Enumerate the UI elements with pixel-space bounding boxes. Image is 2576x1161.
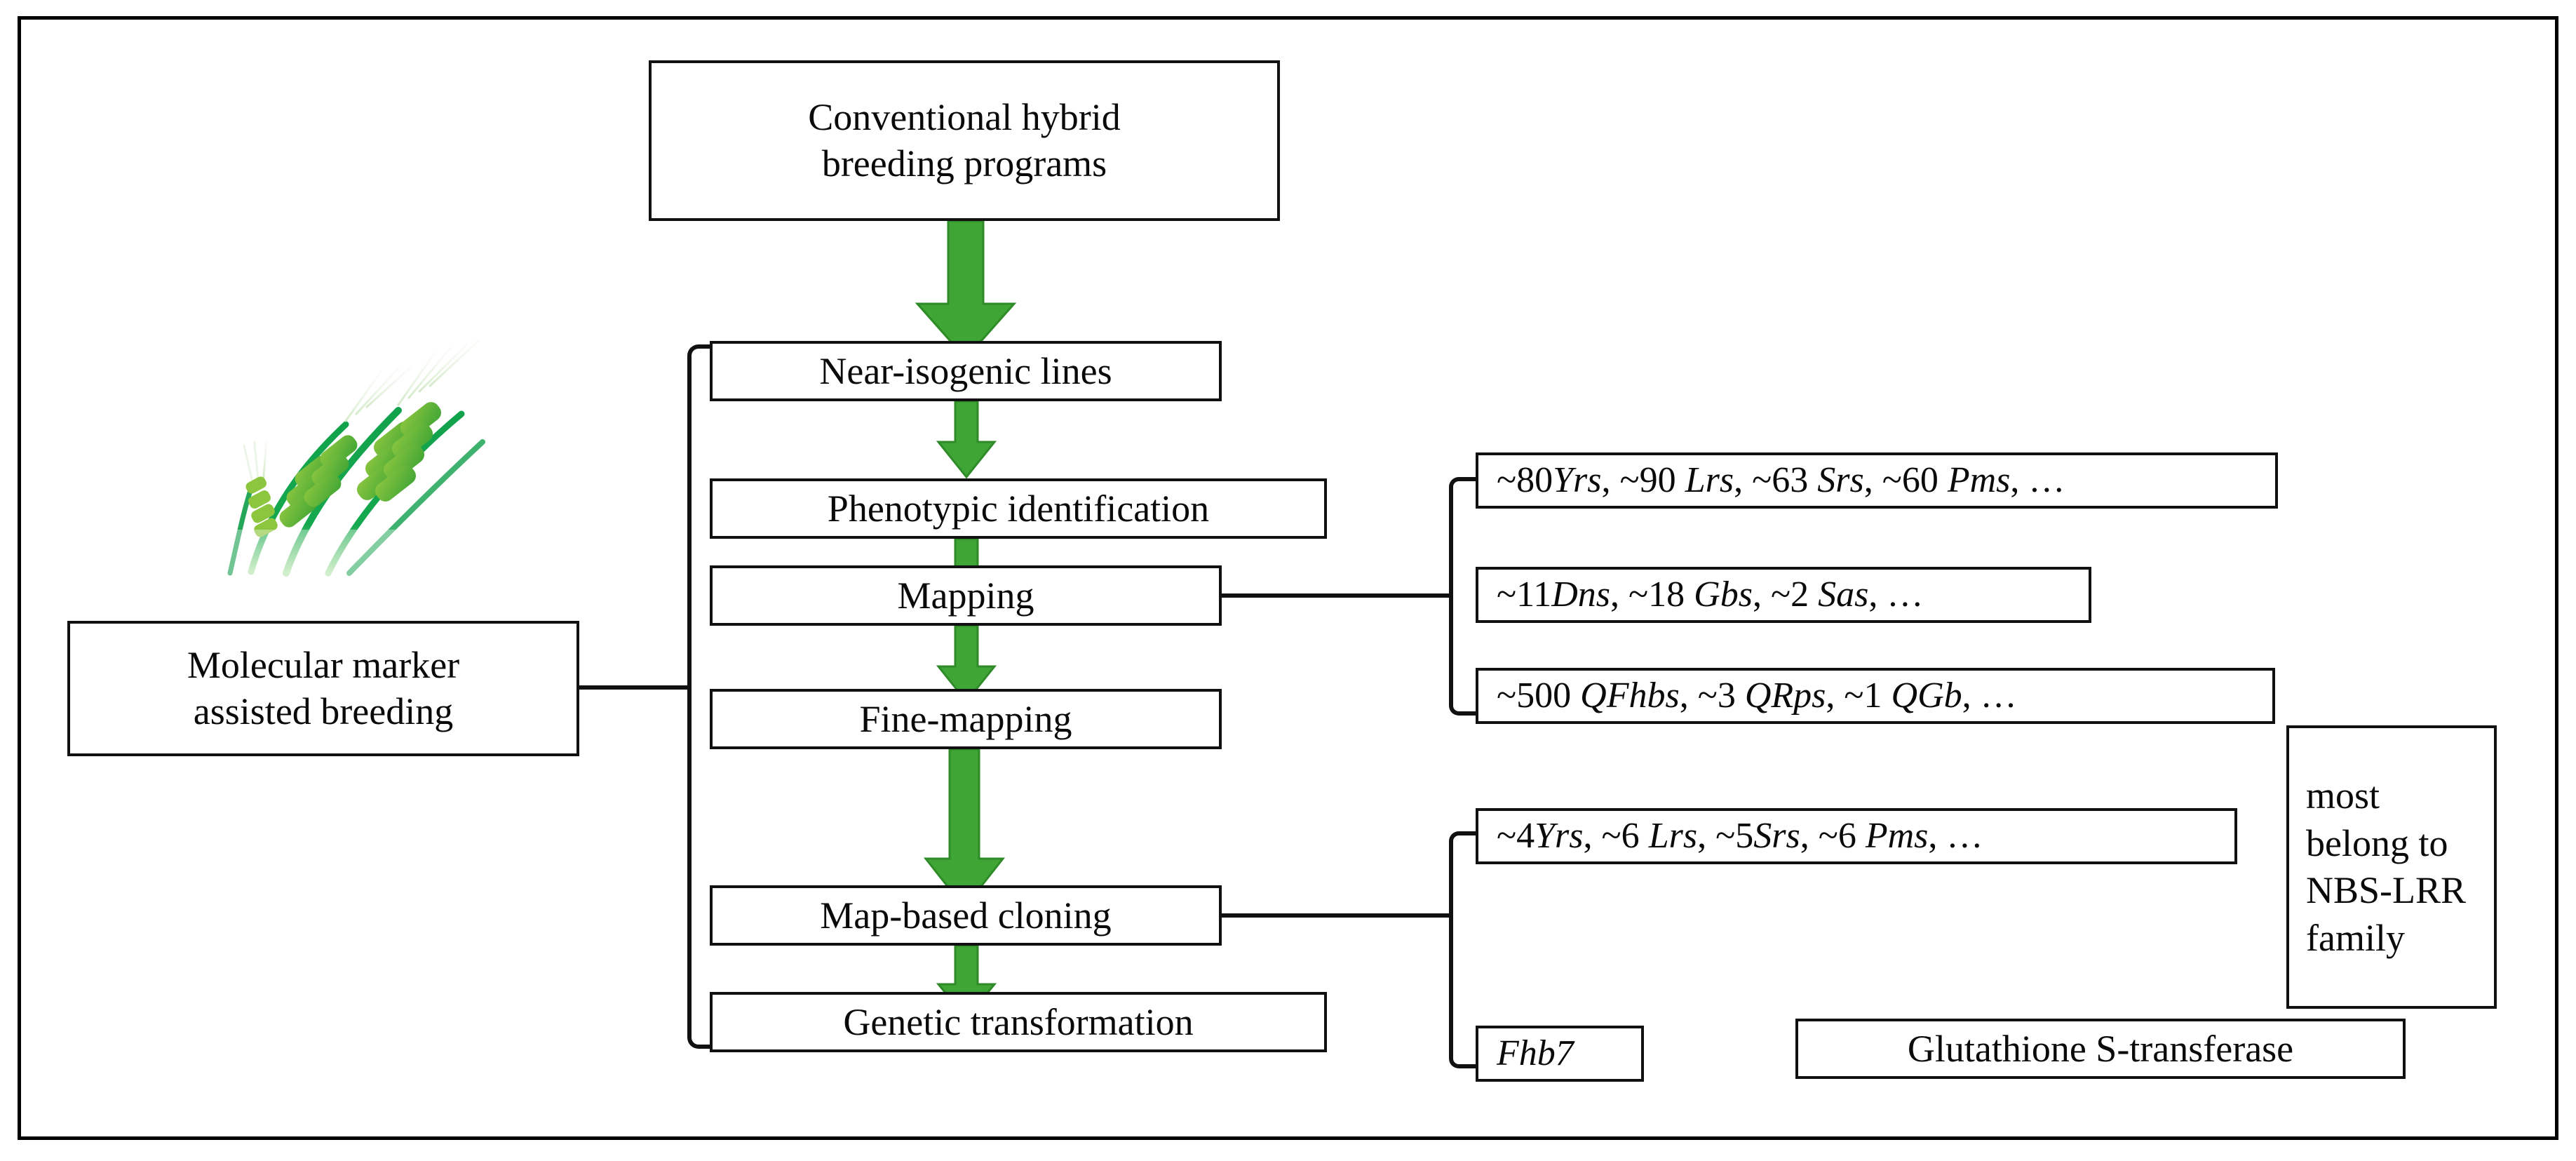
arrow-down-long — [919, 748, 1010, 910]
mapping-outputs-bracket — [1449, 477, 1478, 716]
mapping-output-text-3: ~500 QFhbs, ~3 QRps, ~1 QGb, … — [1497, 676, 2017, 716]
mapping-output-text-1: ~80Yrs, ~90 Lrs, ~63 Srs, ~60 Pms, … — [1497, 460, 2065, 501]
nbs-lrr-family-box[interactable]: most belong to NBS-LRR family — [2286, 725, 2497, 1009]
connector-cloning-to-outputs — [1222, 913, 1453, 918]
connector-mapping-to-outputs — [1222, 593, 1453, 598]
diagram-outer-frame — [18, 16, 2558, 1140]
step-genetic-transformation[interactable]: Genetic transformation — [710, 992, 1327, 1052]
wheat-ears-illustration — [188, 298, 490, 579]
mapping-output-box-3[interactable]: ~500 QFhbs, ~3 QRps, ~1 QGb, … — [1476, 668, 2275, 724]
molecular-box-line1: Molecular marker — [187, 643, 460, 686]
arrow-down-small-3 — [934, 624, 999, 704]
step-near-isogenic-lines[interactable]: Near-isogenic lines — [710, 341, 1222, 401]
step-label: Fine-mapping — [859, 697, 1072, 740]
nbs-line-1: most — [2306, 774, 2380, 817]
conventional-hybrid-breeding-box[interactable]: Conventional hybrid breeding programs — [649, 60, 1280, 221]
step-label: Mapping — [897, 574, 1034, 617]
nbs-line-4: family — [2306, 916, 2405, 959]
step-fine-mapping[interactable]: Fine-mapping — [710, 689, 1222, 749]
step-label: Phenotypic identification — [827, 487, 1210, 530]
arrow-down-large-1 — [908, 220, 1024, 361]
cloning-output-box-1[interactable]: ~4Yrs, ~6 Lrs, ~5Srs, ~6 Pms, … — [1476, 808, 2237, 864]
arrow-down-small-1 — [934, 400, 999, 479]
glutathione-s-transferase-box[interactable]: Glutathione S-transferase — [1795, 1019, 2406, 1079]
cloning-output-box-fhb7[interactable]: Fhb7 — [1476, 1026, 1644, 1082]
step-label: Genetic transformation — [843, 1000, 1194, 1043]
fhb7-label: Fhb7 — [1497, 1033, 1574, 1074]
step-mapping[interactable]: Mapping — [710, 565, 1222, 626]
nbs-line-3: NBS-LRR — [2306, 869, 2467, 911]
mapping-output-box-2[interactable]: ~11Dns, ~18 Gbs, ~2 Sas, … — [1476, 567, 2091, 623]
mapping-output-box-1[interactable]: ~80Yrs, ~90 Lrs, ~63 Srs, ~60 Pms, … — [1476, 452, 2278, 509]
left-step-bracket — [687, 344, 715, 1049]
connector-molecular-to-bracket — [579, 685, 692, 690]
gst-label: Glutathione S-transferase — [1907, 1027, 2294, 1070]
step-phenotypic-identification[interactable]: Phenotypic identification — [710, 478, 1327, 539]
cloning-output-text-1: ~4Yrs, ~6 Lrs, ~5Srs, ~6 Pms, … — [1497, 816, 1983, 857]
nbs-line-2: belong to — [2306, 821, 2448, 864]
step-map-based-cloning[interactable]: Map-based cloning — [710, 885, 1222, 946]
conventional-box-line2: breeding programs — [821, 142, 1107, 184]
molecular-marker-assisted-breeding-box[interactable]: Molecular marker assisted breeding — [67, 621, 579, 756]
step-label: Near-isogenic lines — [819, 349, 1112, 392]
step-label: Map-based cloning — [820, 894, 1112, 937]
cloning-outputs-bracket — [1449, 831, 1478, 1068]
molecular-box-line2: assisted breeding — [193, 690, 454, 732]
mapping-output-text-2: ~11Dns, ~18 Gbs, ~2 Sas, … — [1497, 575, 1924, 615]
conventional-box-line1: Conventional hybrid — [808, 95, 1121, 138]
